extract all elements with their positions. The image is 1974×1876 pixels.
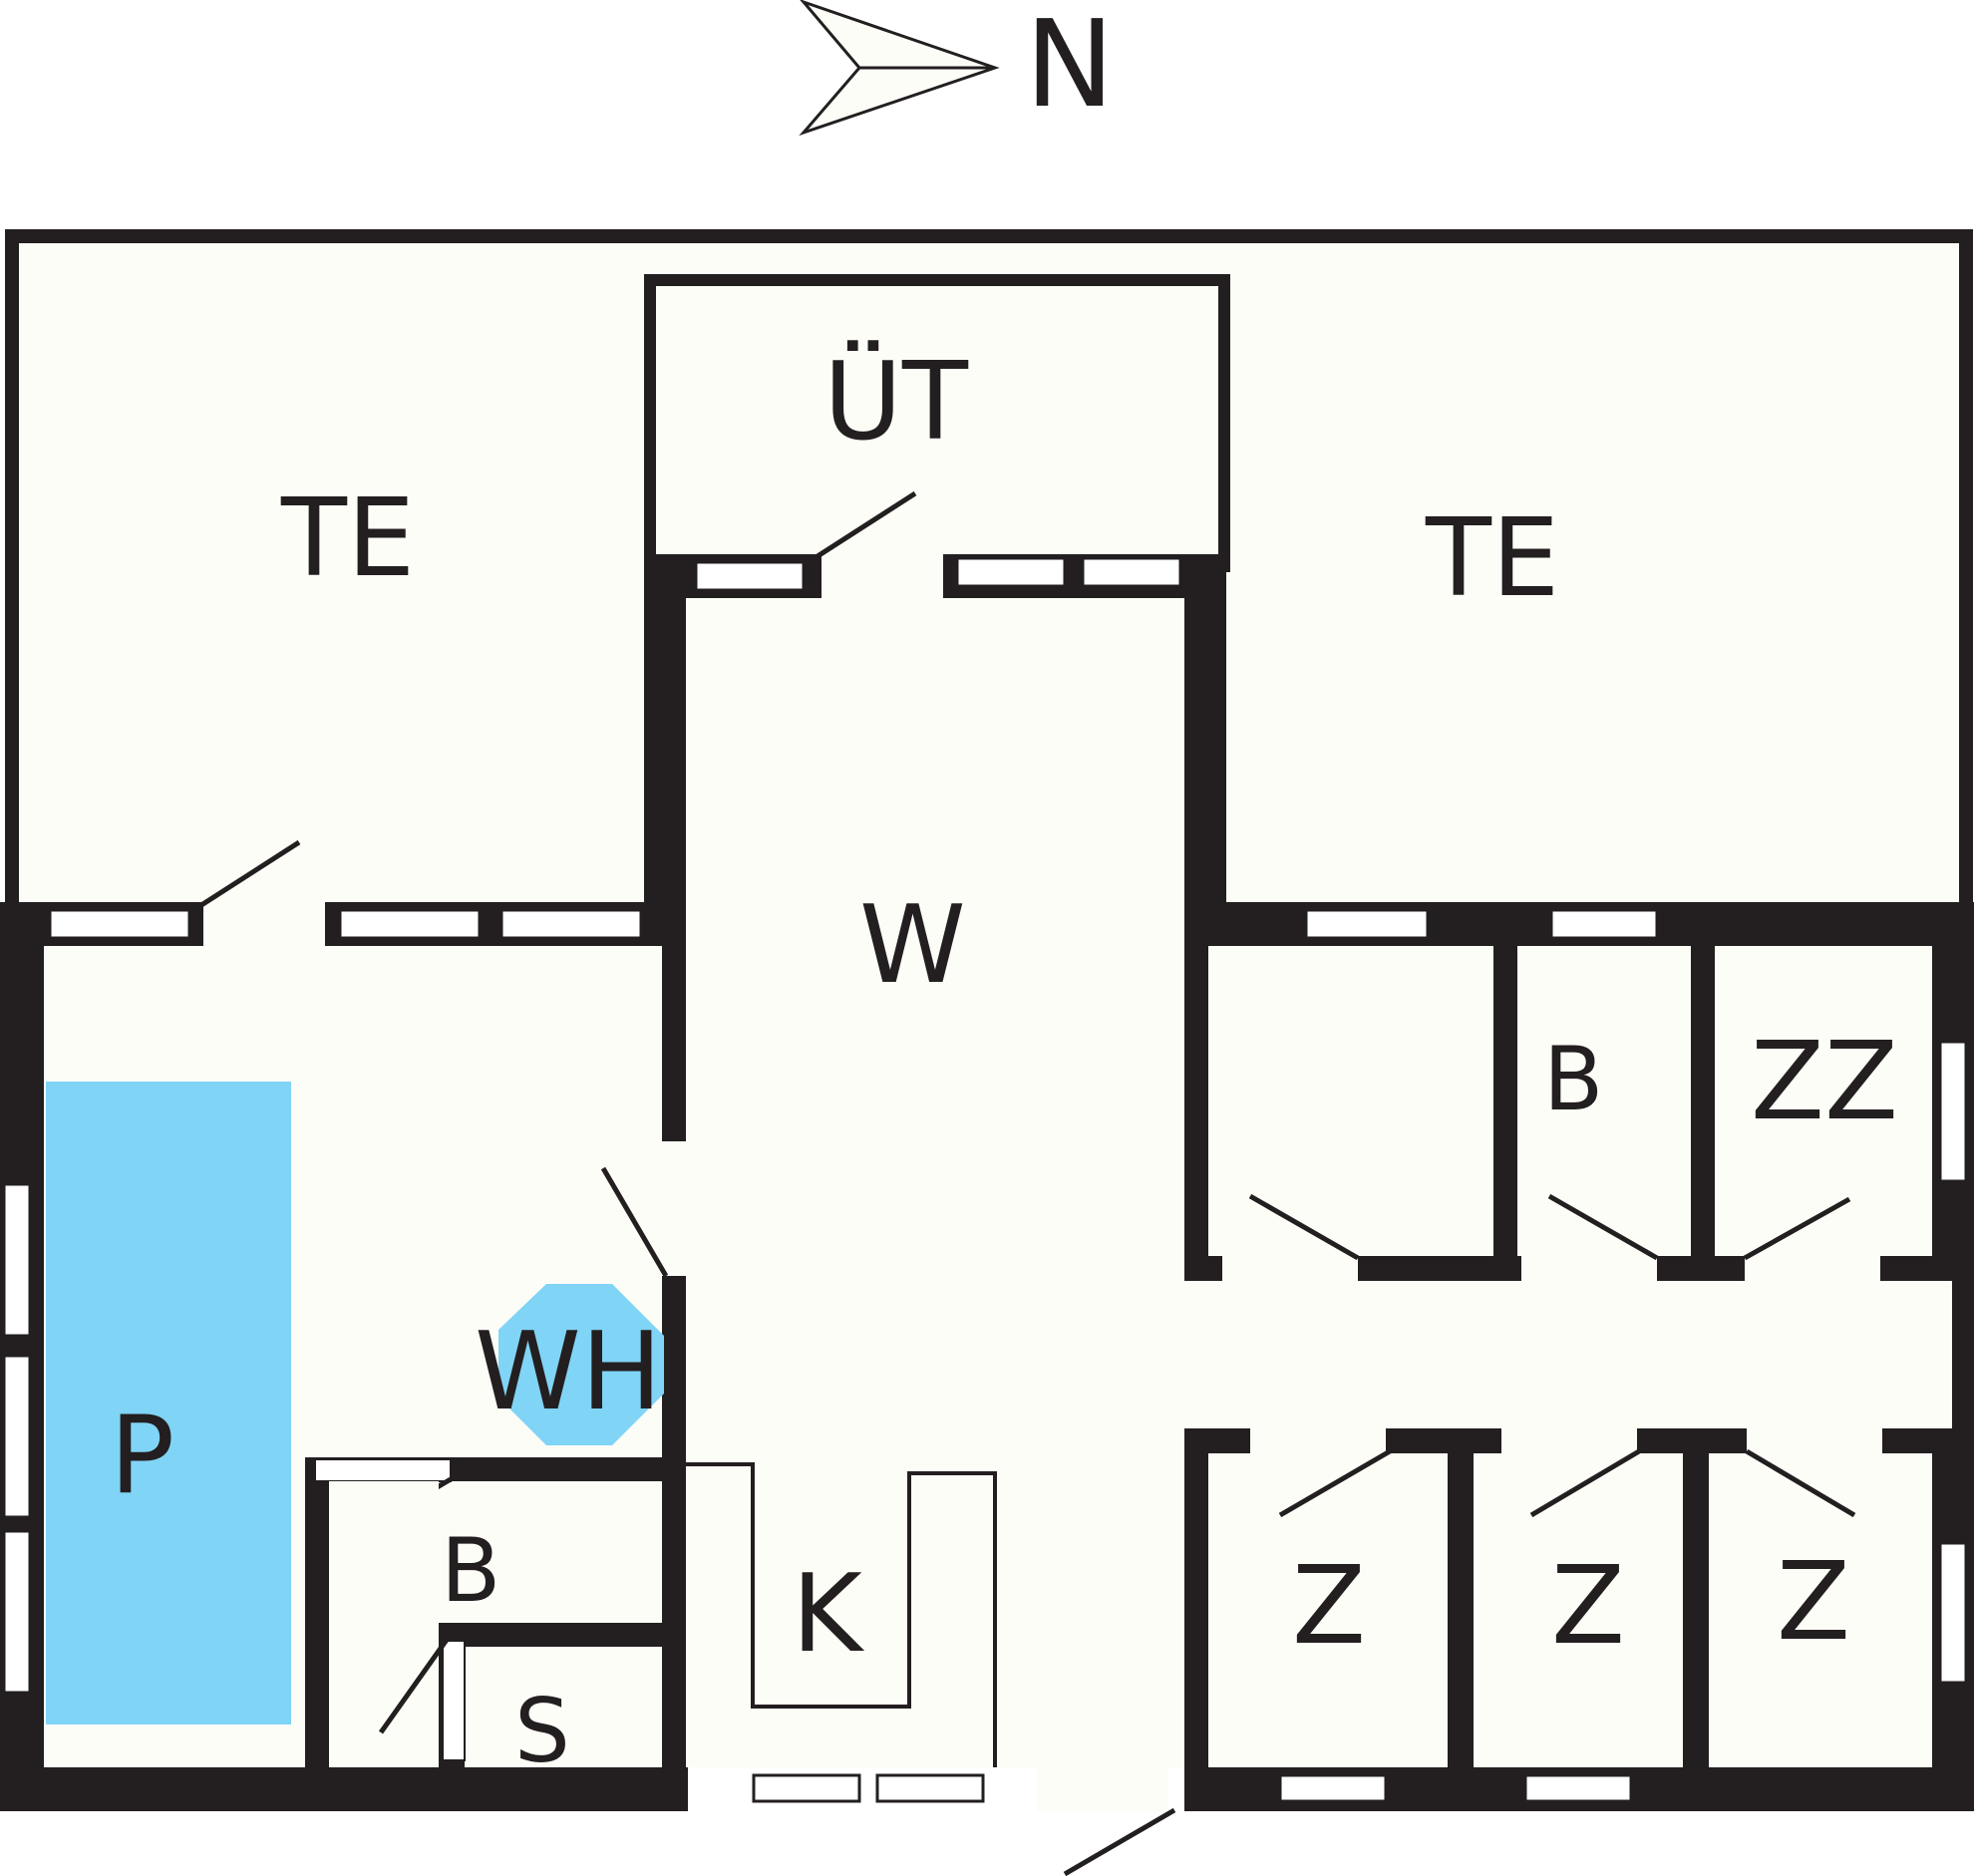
- room-label-terrace-west: TE: [280, 476, 415, 601]
- window: [1304, 908, 1430, 940]
- bath-north-door-swing: [1547, 1193, 1659, 1261]
- window: [2, 1529, 32, 1695]
- room-label-bedroom-1: Z: [1292, 1544, 1366, 1669]
- bedroom-1-door-swing: [1278, 1448, 1392, 1518]
- window: [1938, 1541, 1968, 1685]
- twin-room-floor: [1715, 946, 1932, 1256]
- window: [1938, 1040, 1968, 1183]
- utility-door-gap: [822, 554, 943, 598]
- storage-door-swing: [1248, 1193, 1360, 1261]
- room-label-bedroom-3: Z: [1777, 1540, 1850, 1665]
- whirlpool: [498, 1284, 664, 1445]
- north-label: N: [1025, 0, 1115, 135]
- bath-north-door-gap: [1521, 1256, 1657, 1281]
- room-label-whirlpool: WH: [475, 1310, 662, 1434]
- pool-living-opening: [662, 1141, 686, 1276]
- north-arrow-icon: [799, 0, 1000, 137]
- window: [2, 1354, 32, 1519]
- room-label-kitchen: K: [792, 1552, 865, 1677]
- utility-room: [644, 274, 1230, 572]
- entrance-door-swing: [1063, 1807, 1176, 1876]
- storage-door-gap: [1222, 1256, 1358, 1281]
- bedroom-2-door-swing: [1529, 1448, 1641, 1518]
- window: [875, 1773, 985, 1803]
- pool-door-swing: [600, 1166, 669, 1278]
- window: [1523, 1773, 1633, 1803]
- window: [48, 908, 191, 940]
- kitchen-counter: [686, 1462, 997, 1767]
- room-label-twin-room: ZZ: [1751, 1020, 1898, 1144]
- window: [1278, 1773, 1388, 1803]
- sauna-floor: [465, 1647, 662, 1767]
- room-label-pool: P: [110, 1394, 174, 1518]
- window: [1549, 908, 1659, 940]
- twin-room-door-swing: [1743, 1196, 1851, 1261]
- bedroom-3-door-swing: [1745, 1448, 1856, 1518]
- utility-door-swing: [816, 490, 917, 559]
- bedroom-3-floor: [1709, 1453, 1932, 1767]
- room-label-bath-west: B: [441, 1519, 500, 1622]
- west-terrace-door-gap: [203, 902, 325, 946]
- room-label-bedroom-2: Z: [1551, 1544, 1625, 1669]
- bedroom-1-door-gap: [1250, 1428, 1386, 1453]
- room-label-utility: ÜT: [823, 340, 969, 465]
- window: [338, 908, 482, 940]
- room-label-sauna: S: [514, 1680, 570, 1782]
- bedroom-3-door-gap: [1747, 1428, 1882, 1453]
- pool: [46, 1082, 291, 1724]
- window: [2, 1182, 32, 1338]
- bedroom-1-floor: [1208, 1453, 1448, 1767]
- storage-room-floor: [1208, 946, 1493, 1256]
- twin-room-door-gap: [1745, 1256, 1880, 1281]
- room-label-terrace-east: TE: [1425, 496, 1559, 621]
- hall-floor: [1184, 1281, 1932, 1428]
- west-terrace-door-swing: [199, 839, 301, 908]
- bath-north-floor: [1517, 946, 1691, 1256]
- corridor-floor: [329, 1481, 439, 1767]
- window: [694, 560, 806, 592]
- room-label-living: W: [859, 883, 966, 1008]
- window: [752, 1773, 861, 1803]
- sauna-door-gap: [442, 1640, 466, 1761]
- living-floor: [686, 598, 1184, 1767]
- bedroom-2-door-gap: [1501, 1428, 1637, 1453]
- west-bath-door-gap: [314, 1458, 452, 1482]
- entrance-door-gap: [1037, 1767, 1168, 1811]
- bedroom-2-floor: [1474, 1453, 1683, 1767]
- sauna-door-swing: [378, 1638, 450, 1734]
- room-label-bath-north: B: [1543, 1028, 1603, 1130]
- window: [955, 556, 1067, 588]
- window: [1081, 556, 1182, 588]
- hall-east-end: [1932, 1281, 1952, 1428]
- window: [499, 908, 643, 940]
